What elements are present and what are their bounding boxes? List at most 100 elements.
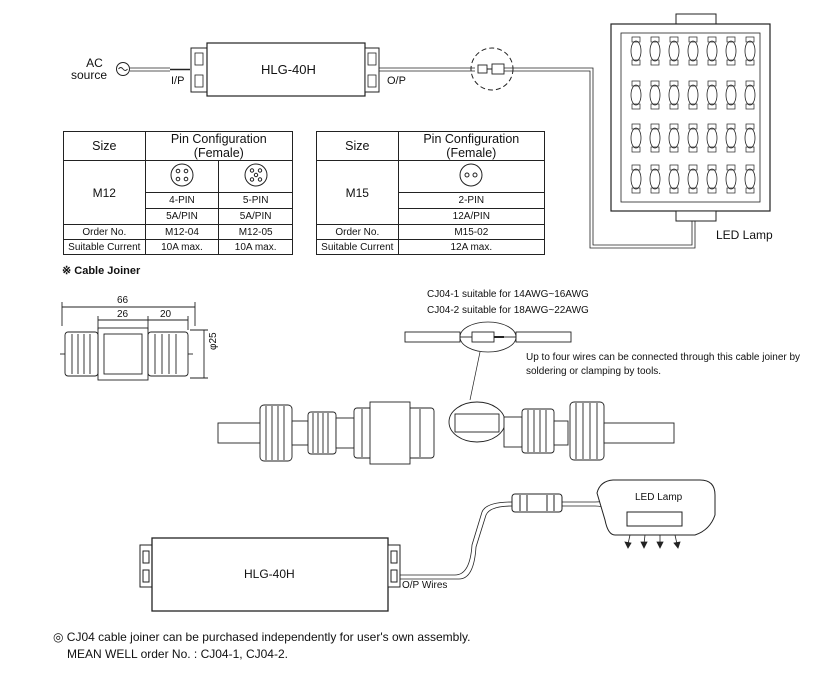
led-module <box>687 127 699 149</box>
led-module-cap <box>745 187 755 194</box>
led-module-cap <box>669 123 679 130</box>
led-module-cap <box>631 103 641 110</box>
led-module-cap <box>688 146 698 153</box>
led-module-cap <box>650 123 660 130</box>
led-module <box>649 40 661 62</box>
led-module <box>630 84 642 106</box>
led-module-cap <box>707 187 717 194</box>
led-module-cap <box>650 164 660 171</box>
led-module <box>630 40 642 62</box>
led-module-cap <box>745 36 755 43</box>
m12-size-cell: M12 <box>63 160 146 225</box>
driver-bottom-label: HLG-40H <box>244 567 295 581</box>
led-module-cap <box>688 164 698 171</box>
led-module <box>706 84 718 106</box>
led-module <box>668 168 680 190</box>
led-lamp-label: LED Lamp <box>716 228 773 242</box>
led-module <box>668 40 680 62</box>
input-port-label: I/P <box>171 75 185 87</box>
led-module-cap <box>688 123 698 130</box>
led-module <box>668 127 680 149</box>
led-module <box>630 127 642 149</box>
pin-5-icon <box>244 163 268 187</box>
m12-5pin-diagram <box>218 160 293 193</box>
led-module-cap <box>669 164 679 171</box>
driver-top-body <box>190 42 380 97</box>
led-module-cap <box>631 164 641 171</box>
m15-size-cell: M15 <box>316 160 399 225</box>
light-arrows <box>624 534 681 549</box>
led-module-cap <box>707 164 717 171</box>
led-module <box>725 40 737 62</box>
led-module-cap <box>707 103 717 110</box>
led-module <box>649 84 661 106</box>
led-module <box>687 40 699 62</box>
led-module-cap <box>707 123 717 130</box>
m15-size-header: Size <box>316 131 399 161</box>
pin-table-m15: Size Pin Configuration (Female) M15 2-PI… <box>316 131 546 255</box>
dim-20: 20 <box>160 309 172 320</box>
m12-pin-header: Pin Configuration (Female) <box>144 131 294 161</box>
footer-line-1: ◎ CJ04 cable joiner can be purchased ind… <box>53 630 471 644</box>
led-module <box>668 84 680 106</box>
joiner-dimension-drawing <box>60 302 208 381</box>
led-module-cap <box>707 36 717 43</box>
m12-current-5: 10A max. <box>218 239 293 255</box>
led-module <box>687 84 699 106</box>
cable-joiner-title: ※ Cable Joiner <box>62 265 141 277</box>
cj04-wire-inset <box>404 321 572 401</box>
led-module-cap <box>669 103 679 110</box>
joiner-wire-note: Up to four wires can be connected throug… <box>526 351 800 379</box>
driver-top-label: HLG-40H <box>261 62 316 77</box>
led-module <box>706 168 718 190</box>
led-module-cap <box>726 187 736 194</box>
led-module-cap <box>631 36 641 43</box>
led-module-cap <box>726 103 736 110</box>
led-module-cap <box>726 123 736 130</box>
joiner-note-line1: Up to four wires can be connected throug… <box>526 352 801 363</box>
joiner-exploded-view <box>217 401 675 465</box>
lamp-wire <box>504 67 693 246</box>
m12-current-4: 10A max. <box>144 239 220 255</box>
led-module <box>630 168 642 190</box>
led-module-cap <box>726 146 736 153</box>
led-module-cap <box>745 164 755 171</box>
led-module-cap <box>688 59 698 66</box>
op-wires-label: O/P Wires <box>402 580 448 591</box>
led-module <box>744 84 756 106</box>
m12-4pin-diagram <box>144 160 220 193</box>
led-module-cap <box>745 80 755 87</box>
pin-table-m12: Size Pin Configuration (Female) M12 4-PI… <box>63 131 294 255</box>
led-module-cap <box>745 103 755 110</box>
led-module-cap <box>631 123 641 130</box>
footer-line-2: MEAN WELL order No. : CJ04-1, CJ04-2. <box>67 647 288 661</box>
led-module-cap <box>669 187 679 194</box>
led-module-cap <box>631 80 641 87</box>
led-module-cap <box>707 146 717 153</box>
ac-label-line2: source <box>71 68 108 82</box>
dim-66: 66 <box>117 295 129 306</box>
led-module <box>687 168 699 190</box>
led-module <box>725 84 737 106</box>
led-module-cap <box>726 164 736 171</box>
led-module-cap <box>650 187 660 194</box>
led-module-cap <box>669 59 679 66</box>
ac-label-line1: AC <box>86 56 103 70</box>
led-module <box>725 168 737 190</box>
led-module-cap <box>650 103 660 110</box>
connector-detail-circle <box>470 47 514 91</box>
cj04-1-note: CJ04-1 suitable for 14AWG~16AWG <box>427 289 589 300</box>
cj04-2-note: CJ04-2 suitable for 18AWG~22AWG <box>427 305 589 316</box>
led-module <box>706 127 718 149</box>
dim-26: 26 <box>117 309 129 320</box>
led-module-cap <box>669 146 679 153</box>
m15-current: 12A max. <box>397 239 546 255</box>
led-module-cap <box>707 59 717 66</box>
joiner-note-line2: soldering or clamping by tools. <box>526 366 662 377</box>
led-module <box>744 127 756 149</box>
output-port-label: O/P <box>387 75 406 87</box>
led-module-cap <box>650 36 660 43</box>
ac-source-icon <box>116 62 130 76</box>
m15-2pin-diagram <box>397 160 546 193</box>
